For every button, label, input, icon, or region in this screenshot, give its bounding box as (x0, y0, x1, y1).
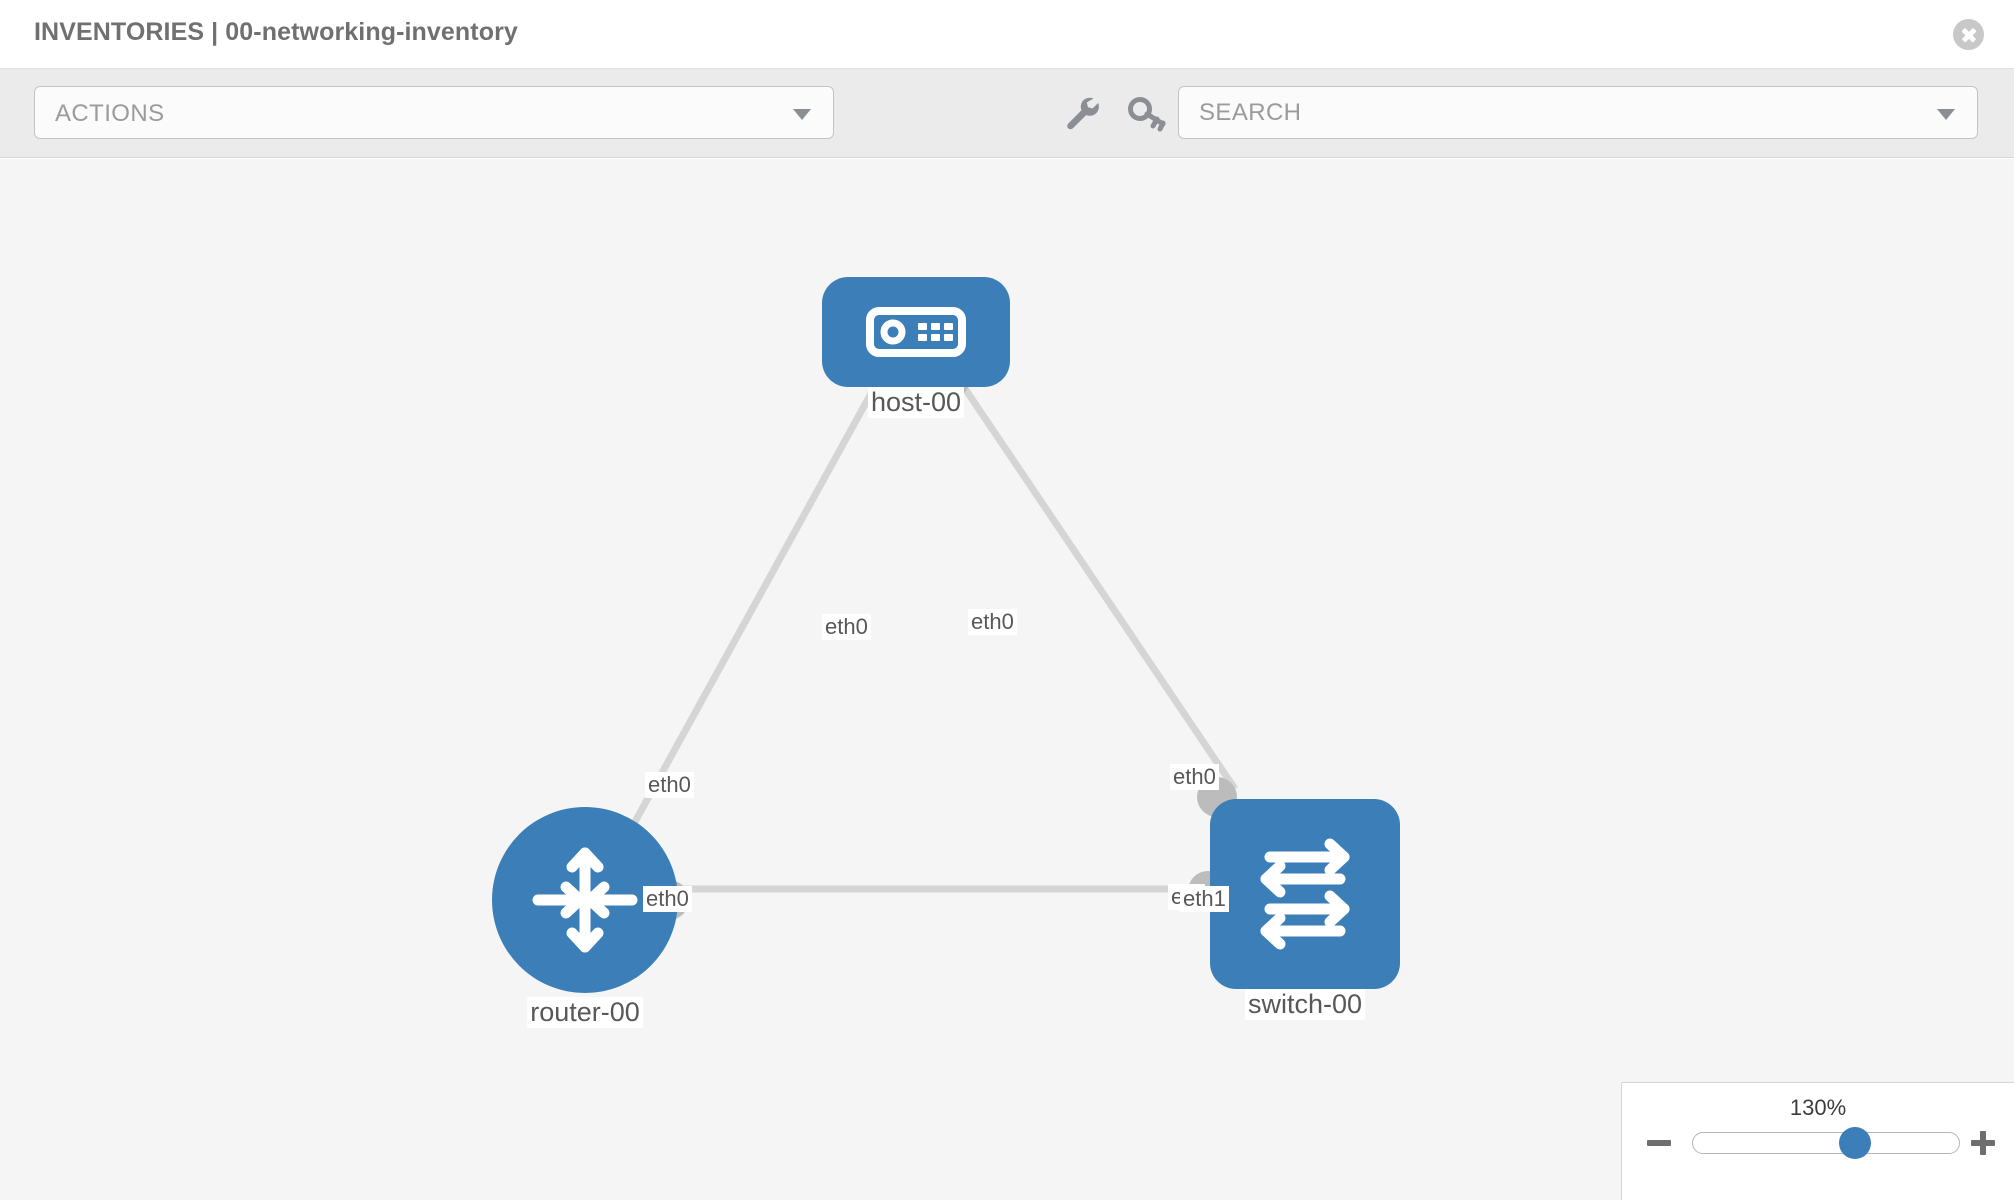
link-host-switch[interactable] (942, 357, 1238, 791)
iface-label-router-up: eth0 (645, 772, 694, 798)
node-host-00[interactable]: host-00 (822, 277, 1010, 418)
actions-dropdown[interactable]: ACTIONS (34, 86, 834, 139)
zoom-level-label: 130% (1789, 1095, 1847, 1120)
iface-label-router-right: eth0 (643, 886, 692, 912)
link-host-router[interactable] (616, 357, 894, 851)
node-label-host-00: host-00 (867, 387, 965, 418)
iface-label-host-right: eth0 (968, 609, 1017, 635)
node-label-router-00: router-00 (527, 997, 643, 1028)
host-node-shape (822, 277, 1010, 387)
page-header: INVENTORIES | 00-networking-inventory (0, 0, 2014, 69)
switch-arrows-icon (1260, 838, 1350, 950)
chevron-down-icon[interactable] (1937, 108, 1955, 120)
topology-links (616, 357, 1238, 893)
zoom-slider[interactable] (1692, 1127, 1960, 1159)
topology-canvas[interactable]: host-00 eth0 eth0 (0, 159, 2014, 1200)
plus-icon[interactable] (1968, 1128, 1998, 1158)
node-switch-00[interactable]: switch-00 (1188, 777, 1400, 1020)
node-label-switch-00: switch-00 (1244, 989, 1366, 1020)
toolbar-icons (1040, 86, 1180, 139)
router-node-shape (492, 807, 678, 993)
close-icon[interactable] (1953, 19, 1984, 50)
iface-label-switch-left: eth1 (1180, 886, 1229, 912)
minus-icon[interactable] (1644, 1128, 1674, 1158)
router-arrows-icon (532, 847, 638, 953)
iface-label-host-left: eth0 (822, 614, 871, 640)
search-input[interactable] (1179, 87, 1977, 138)
chevron-down-icon (793, 108, 811, 120)
search-box[interactable] (1178, 86, 1978, 139)
wrench-icon[interactable] (1060, 94, 1102, 132)
key-icon[interactable] (1126, 94, 1168, 132)
zoom-control: 130% (1621, 1082, 2014, 1200)
actions-dropdown-label: ACTIONS (55, 100, 165, 127)
iface-label-switch-up: eth0 (1170, 764, 1219, 790)
switch-node-shape (1210, 799, 1400, 989)
zoom-slider-thumb[interactable] (1839, 1127, 1872, 1159)
server-icon (866, 307, 966, 357)
toolbar: ACTIONS (0, 69, 2014, 158)
page-title: INVENTORIES | 00-networking-inventory (34, 18, 518, 46)
